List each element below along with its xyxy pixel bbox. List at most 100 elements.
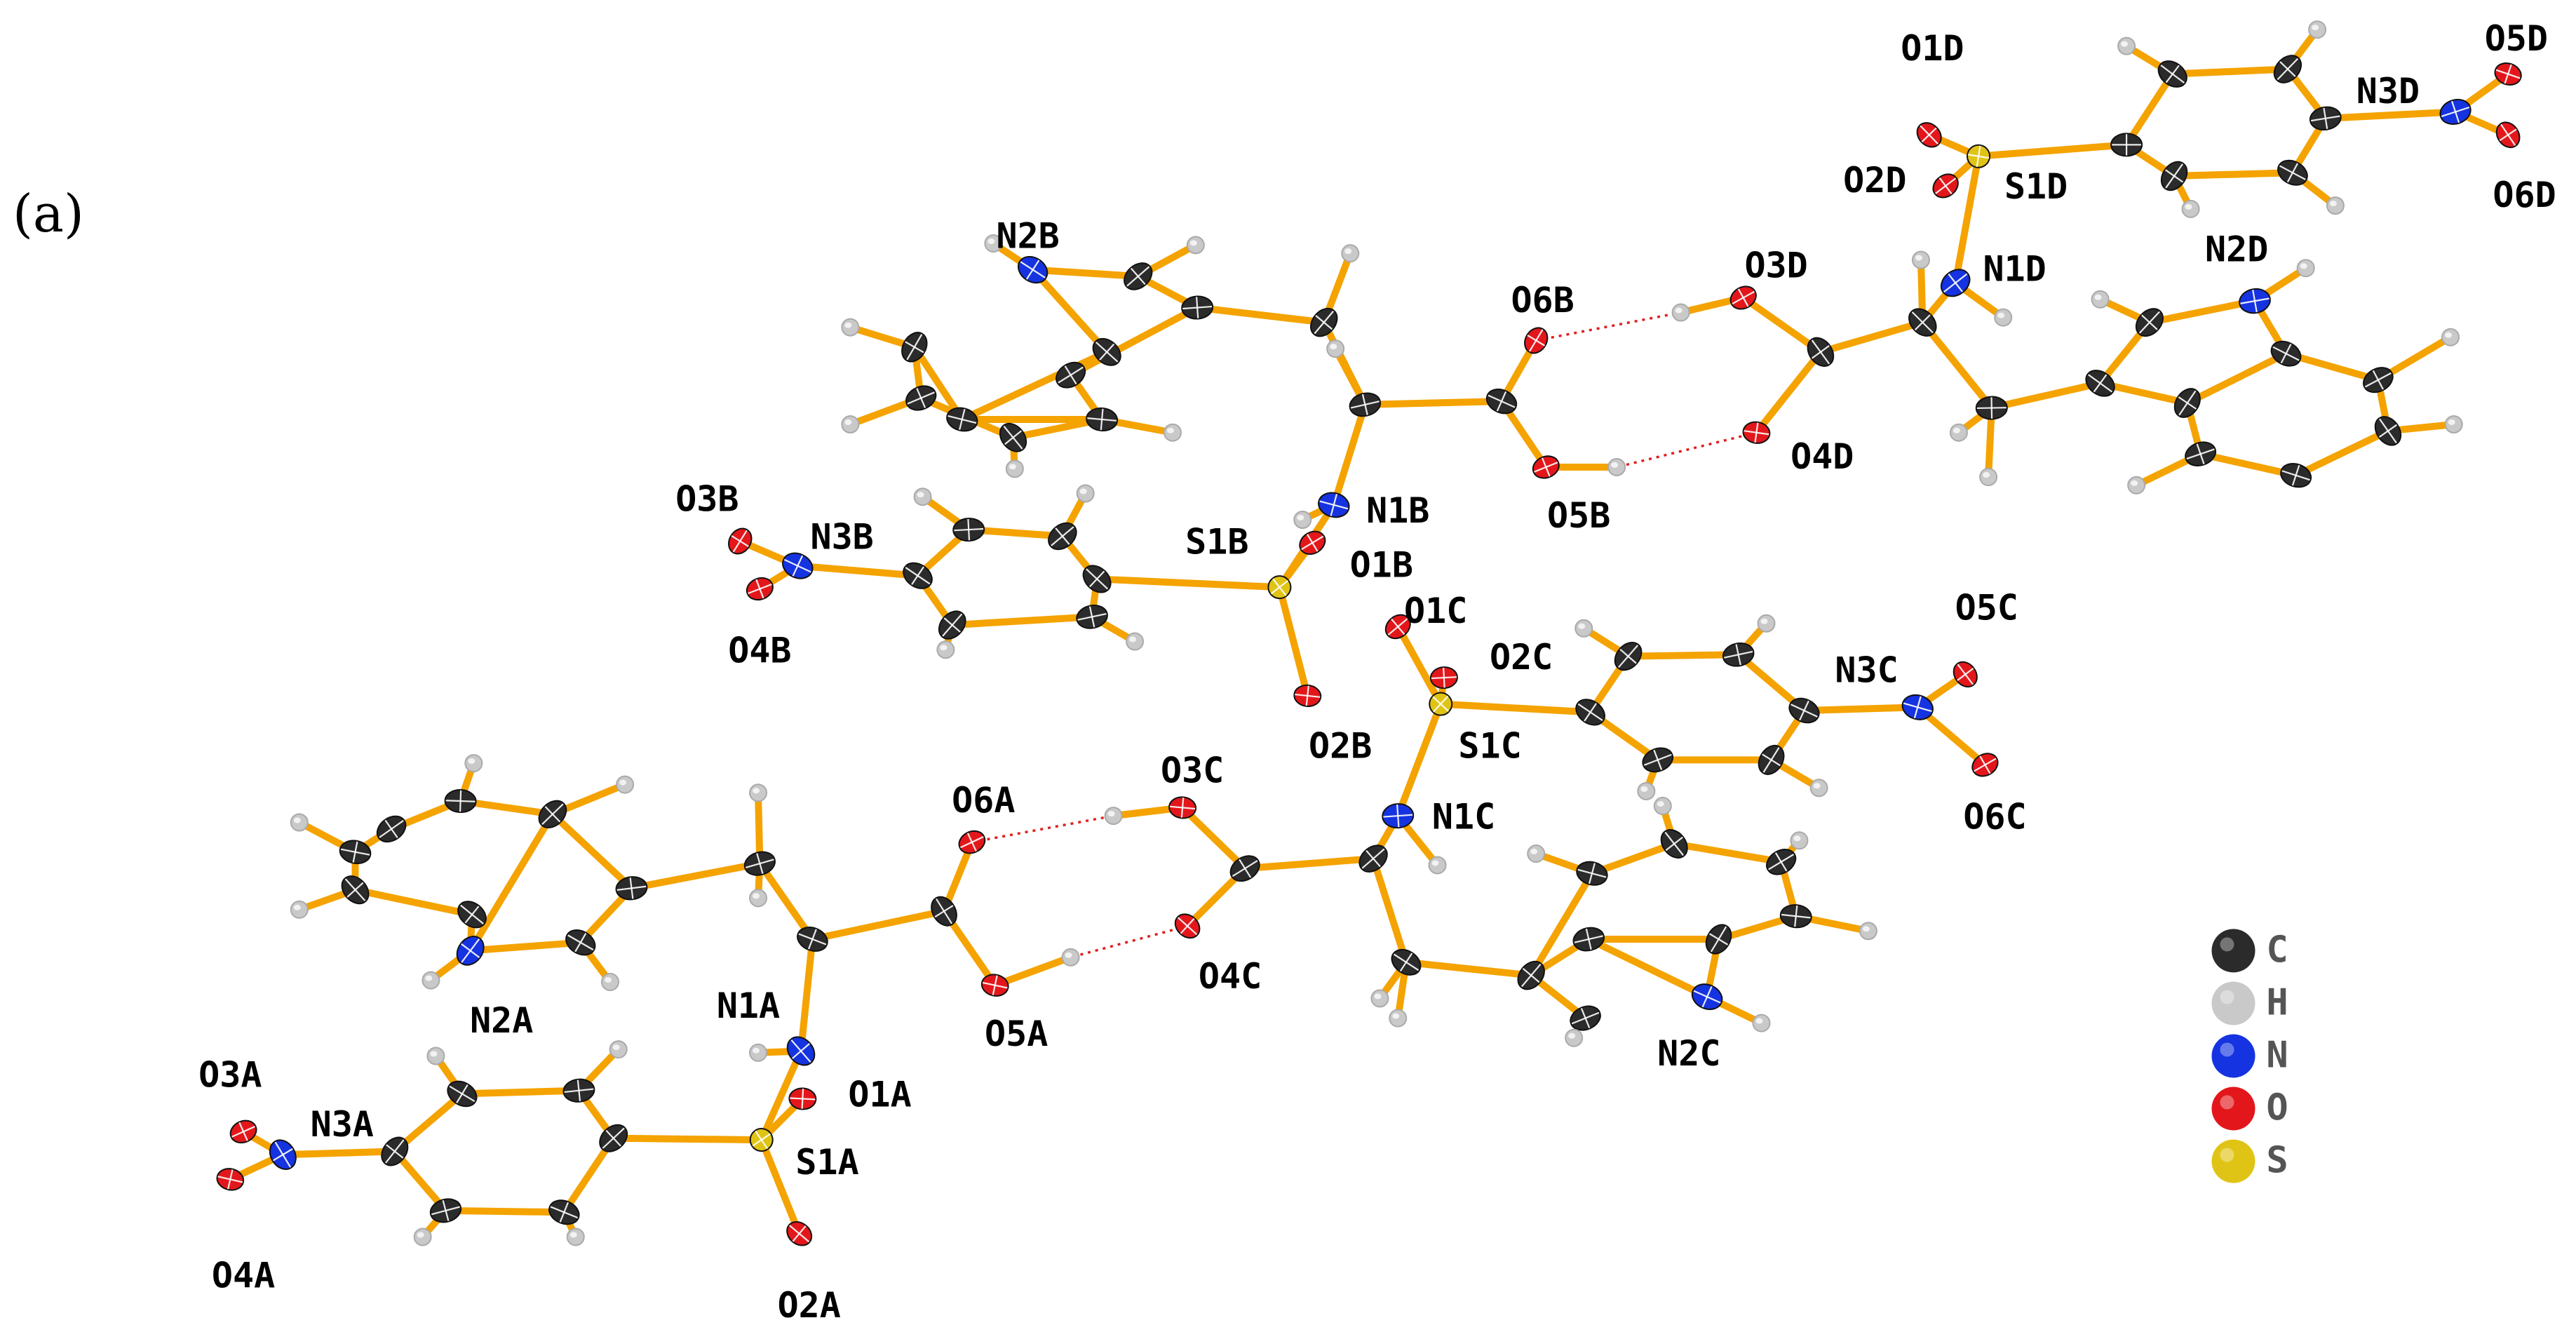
legend-label: S: [2266, 1140, 2288, 1182]
carbon-atom: [339, 840, 372, 864]
carbon-atom: [946, 407, 978, 432]
legend-label: H: [2266, 981, 2288, 1023]
bond: [1528, 870, 1596, 979]
legend-label: N: [2266, 1034, 2288, 1076]
panel-label: (a): [13, 184, 84, 244]
atom-label: O3A: [198, 1054, 262, 1095]
bond: [1624, 651, 1742, 660]
bond: [1952, 152, 1983, 287]
bond: [794, 562, 922, 579]
hydrogen-atom: [1104, 807, 1123, 826]
carbon-atom: [2277, 159, 2308, 186]
oxygen-atom: [1729, 285, 1757, 310]
carbon-atom: [599, 1124, 628, 1152]
bond: [1194, 304, 1328, 326]
carbon-atom: [2309, 106, 2342, 131]
atom-label: O5D: [2485, 18, 2548, 59]
legend-item-h: H: [2211, 981, 2288, 1025]
hydrogen-atom: [1911, 250, 1930, 269]
oxygen-atom: [2495, 121, 2521, 149]
oxygen-atom: [1932, 173, 1959, 199]
bond: [2183, 350, 2290, 407]
atom-label: N2B: [996, 216, 1059, 257]
carbon-atom: [1642, 747, 1674, 773]
oxygen-atom: [746, 577, 774, 601]
bond: [756, 860, 816, 943]
bond: [466, 810, 556, 955]
hydrogen-atom: [1671, 303, 1690, 322]
carbon-atom: [444, 789, 477, 814]
oxygen-atom: [980, 974, 1009, 997]
bond: [2292, 427, 2392, 479]
hydrogen-atom: [1005, 459, 1024, 478]
bond: [1330, 401, 1369, 509]
hydrogen-atom: [1994, 308, 2013, 327]
bond: [1988, 379, 2104, 412]
legend-swatch: [2211, 1087, 2255, 1131]
bond: [1029, 266, 1111, 356]
bond: [1588, 840, 1678, 877]
carbon-atom: [2173, 388, 2201, 418]
atom-label: N2A: [470, 1000, 533, 1041]
atom-label: O2C: [1490, 637, 1553, 678]
bond: [809, 908, 948, 943]
carbon-atom: [1975, 396, 2008, 420]
oxygen-atom: [2494, 62, 2522, 86]
carbon-atom: [2363, 367, 2394, 393]
hydrogen-atom: [749, 889, 768, 908]
oxygen-atom: [1953, 661, 1978, 688]
hydrogen-atom: [1428, 856, 1447, 875]
bond: [797, 935, 816, 1055]
legend-item-c: C: [2211, 929, 2288, 973]
atom-label: O3D: [1744, 245, 1807, 286]
bond: [1437, 700, 1594, 716]
hydrogen-atom: [1790, 831, 1809, 850]
bond: [1394, 700, 1445, 820]
bond: [1739, 294, 1824, 356]
bond: [2197, 450, 2300, 479]
carbon-atom: [615, 876, 648, 901]
bond: [351, 886, 476, 918]
bond: [1370, 855, 1410, 966]
hydrogen-atom: [566, 1227, 585, 1246]
carbon-atom: [1048, 522, 1077, 551]
hydrogen-atom: [1326, 339, 1345, 358]
oxygen-atom: [1174, 913, 1201, 939]
legend-swatch: [2211, 929, 2255, 973]
nitrogen-atom: [1382, 803, 1415, 829]
hydrogen-atom: [600, 972, 619, 991]
carbon-atom: [903, 562, 933, 589]
atom-label: O3B: [675, 479, 739, 520]
atom-label: O6C: [1963, 796, 2026, 837]
bond: [1276, 584, 1311, 699]
oxygen-atom: [1532, 455, 1560, 479]
hydrogen-atom: [1370, 989, 1389, 1008]
nitrogen-atom: [782, 552, 814, 579]
carbon-atom: [1758, 744, 1785, 775]
oxygen-atom: [1168, 796, 1197, 819]
carbon-atom: [1576, 861, 1608, 886]
carbon-atom: [429, 1198, 462, 1223]
hydrogen-atom: [2308, 20, 2327, 39]
hydrogen-atom: [841, 415, 860, 434]
legend-swatch: [2211, 981, 2255, 1025]
legend-label: O: [2266, 1087, 2288, 1129]
oxygen-atom: [1742, 421, 1771, 444]
bond: [391, 1148, 450, 1214]
hydrogen-atom: [290, 900, 309, 919]
carbon-atom: [2157, 60, 2187, 88]
sulfur-atom: [1967, 144, 1991, 168]
carbon-atom: [2135, 308, 2164, 337]
nitrogen-atom: [1691, 983, 1723, 1010]
hydrogen-atom: [464, 754, 483, 773]
sulfur-atom: [749, 1128, 774, 1152]
carbon-atom: [565, 929, 596, 956]
hydrogen-atom: [1859, 922, 1877, 941]
carbon-atom: [2270, 340, 2302, 367]
bond: [2282, 350, 2382, 384]
carbon-atom: [1788, 697, 1820, 724]
carbon-atom: [538, 800, 567, 828]
covalent-bonds: [227, 26, 2512, 1241]
bond: [1753, 348, 1824, 436]
hydrogen-atom: [1389, 1009, 1408, 1028]
